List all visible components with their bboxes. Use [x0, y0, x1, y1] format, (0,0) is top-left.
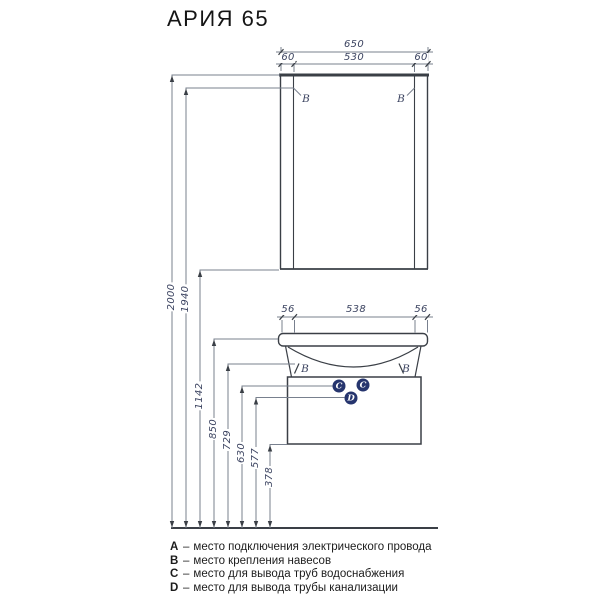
legend-key-d: D [170, 581, 179, 594]
height-leader-lines [171, 74, 345, 528]
leader-arrows [169, 75, 273, 528]
legend-key-c: C [170, 568, 179, 581]
mirror-mount-label-right: B [397, 92, 405, 105]
drain-marker: D [344, 391, 358, 405]
mirror-cabinet-outline [279, 73, 429, 270]
dim-height-577: 577 [250, 447, 261, 469]
dim-mirror-side-right: 60 [413, 51, 429, 63]
dimension-ticks [278, 48, 431, 321]
legend-separator: – [183, 554, 190, 567]
dim-mirror-side-left: 60 [280, 51, 296, 63]
dim-height-2000: 2000 [166, 282, 177, 312]
basin-mount-label-right: B [402, 362, 410, 375]
dim-height-729: 729 [222, 429, 233, 451]
legend-separator: – [183, 581, 190, 594]
dim-height-850: 850 [208, 418, 219, 440]
mirror-mount-label-left: B [302, 92, 310, 105]
legend-separator: – [183, 541, 190, 553]
legend-desc-a: место подключения электрического провода [193, 541, 432, 553]
legend-desc-b: место крепления навесов [193, 554, 332, 567]
water-supply-marker-right: C [356, 378, 370, 392]
dim-basin-center: 538 [345, 304, 367, 315]
width-dimension-lines [276, 47, 433, 333]
legend: A – место подключения электрического про… [170, 541, 432, 595]
dim-height-1940: 1940 [180, 284, 191, 314]
legend-item-c: C – место для вывода труб водоснабжения [170, 568, 432, 582]
dim-mirror-total-width: 650 [343, 39, 365, 50]
dim-height-378: 378 [264, 466, 275, 488]
cabinet-outline [286, 376, 422, 445]
legend-separator: – [183, 568, 190, 581]
legend-item-d: D – место для вывода трубы канализации [170, 582, 432, 596]
legend-key-b: B [170, 554, 179, 567]
dim-mirror-center: 530 [343, 51, 365, 63]
legend-key-a: A [170, 541, 179, 553]
legend-item-b: B – место крепления навесов [170, 555, 432, 569]
dim-height-1142: 1142 [194, 381, 205, 411]
washbasin-outline [277, 332, 429, 347]
page-title: АРИЯ 65 [167, 6, 270, 31]
basin-mount-label-left: B [301, 362, 309, 375]
water-supply-marker-left: C [332, 379, 346, 393]
dim-basin-side-left: 56 [280, 304, 296, 315]
dim-height-630: 630 [236, 442, 247, 464]
legend-desc-c: место для вывода труб водоснабжения [193, 568, 405, 581]
legend-item-a: A – место подключения электрического про… [170, 541, 432, 555]
dim-basin-side-right: 56 [413, 304, 429, 315]
legend-desc-d: место для вывода трубы канализации [193, 581, 398, 594]
washbasin-skirt [284, 345, 422, 378]
